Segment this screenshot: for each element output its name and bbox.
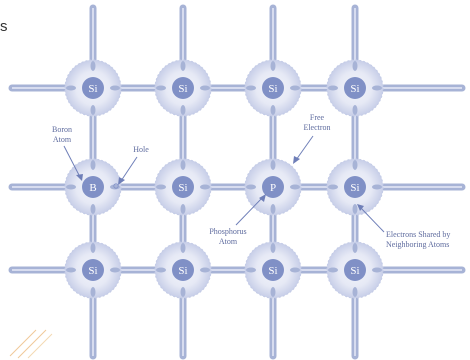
atom-symbol: Si: [178, 265, 187, 277]
atom-si-r2c2: Si: [154, 158, 212, 216]
boron-atom-label-line2: Atom: [53, 135, 72, 144]
shared-electrons-pointer-line: [359, 206, 385, 233]
atom-symbol: Si: [268, 265, 277, 277]
atom-si-r2c4: Si: [326, 158, 384, 216]
boron-pointer-arrowhead: [76, 174, 83, 181]
hole-pointer-line: [120, 156, 138, 182]
atom-symbol: B: [89, 182, 96, 194]
atom-si-r1c2: Si: [154, 59, 212, 117]
atom-symbol: Si: [350, 182, 359, 194]
free-electron-pointer-arrowhead: [293, 156, 300, 164]
shared-electrons-pointer-arrowhead: [357, 204, 364, 211]
atom-b-r2c1: B: [64, 158, 122, 216]
boron-atom-label-line1: Boron: [52, 125, 72, 134]
decorative-slashes: [9, 329, 53, 359]
atom-si-r1c1: Si: [64, 59, 122, 117]
phosphorus-pointer-arrowhead: [259, 194, 266, 202]
shared-electrons-label-line2: Neighboring Atoms: [386, 240, 449, 249]
atom-symbol: Si: [178, 182, 187, 194]
atom-symbol: Si: [88, 265, 97, 277]
free-electron-label-line2: Electron: [303, 123, 330, 132]
hole-pointer-arrowhead: [118, 177, 125, 185]
boron-pointer-line: [63, 145, 81, 178]
atom-symbol: Si: [178, 83, 187, 95]
atom-symbol: Si: [350, 265, 359, 277]
hole-label: Hole: [133, 145, 149, 154]
atom-si-r1c3: Si: [244, 59, 302, 117]
atom-si-r3c1: Si: [64, 241, 122, 299]
shared-electrons-label-line1: Electrons Shared by: [386, 230, 450, 239]
atom-symbol: Si: [350, 83, 359, 95]
atom-symbol: Si: [268, 83, 277, 95]
phosphorus-atom-label-line1: Phosphorus: [209, 227, 246, 236]
phosphorus-pointer-line: [235, 196, 264, 226]
phosphorus-atom-label-line2: Atom: [219, 237, 238, 246]
free-electron-label-line1: Free: [310, 113, 325, 122]
atom-symbol: P: [270, 182, 276, 194]
atom-symbol: Si: [88, 83, 97, 95]
atom-si-r3c4: Si: [326, 241, 384, 299]
hole-marker: [113, 183, 119, 189]
free-electron-pointer-line: [295, 135, 314, 161]
atom-si-r3c2: Si: [154, 241, 212, 299]
atom-si-r3c3: Si: [244, 241, 302, 299]
corner-text: s: [0, 18, 8, 35]
atom-si-r1c4: Si: [326, 59, 384, 117]
annotation-layer: Boron Atom Hole Free Electron Phosphorus…: [52, 113, 450, 249]
